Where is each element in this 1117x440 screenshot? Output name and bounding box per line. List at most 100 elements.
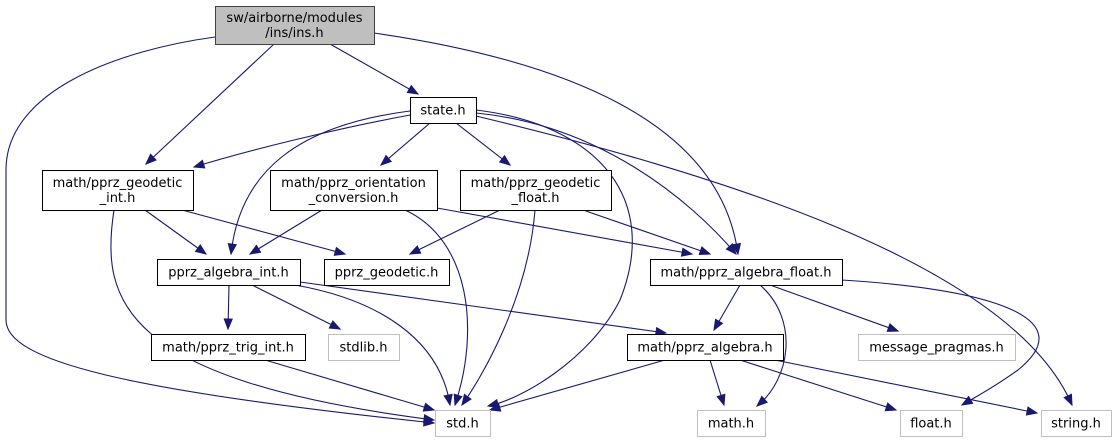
- arrowhead-icon: [680, 247, 694, 257]
- node-label: string.h: [1051, 417, 1101, 432]
- arrowhead-icon: [333, 246, 347, 256]
- edge-algebra_float-to-math_h: [755, 284, 787, 407]
- node-label: math/pprz_trig_int.h: [162, 341, 294, 356]
- edge-geodetic_float-to-algebra_float: [582, 209, 712, 256]
- edge-orientation_conv-to-std_h: [404, 209, 469, 407]
- edge-geodetic_int-to-pprz_geodetic: [181, 209, 347, 256]
- node-label: pprz_geodetic.h: [335, 266, 439, 281]
- node-geodetic_float[interactable]: math/pprz_geodetic_float.h: [460, 170, 612, 211]
- edge-ins_h-to-geodetic_int: [145, 43, 275, 165]
- edge-state_h-to-std_h: [475, 109, 633, 409]
- node-box: [650, 259, 843, 286]
- node-box: [627, 334, 784, 361]
- edge-line: [230, 110, 411, 255]
- edge-line: [144, 209, 207, 255]
- node-label: _float.h: [510, 191, 559, 206]
- arrowhead-icon: [194, 244, 208, 255]
- edge-line: [436, 207, 693, 255]
- node-label: math/pprz_algebra.h: [637, 341, 772, 356]
- node-label: math/pprz_orientation: [281, 176, 426, 191]
- edge-line: [455, 122, 511, 166]
- node-label: /ins/ins.h: [265, 26, 323, 41]
- edge-algebra_h-to-math_h: [709, 359, 726, 407]
- node-label: sw/airborne/modules: [226, 11, 362, 26]
- edge-line: [294, 284, 451, 406]
- edge-state_h-to-orientation_conv: [379, 122, 431, 166]
- edge-line: [739, 359, 897, 411]
- edge-line: [145, 43, 275, 165]
- node-label: _conversion.h: [308, 191, 399, 206]
- node-label: math/pprz_algebra_float.h: [661, 266, 832, 281]
- edge-line: [409, 209, 501, 255]
- edge-state_h-to-geodetic_float: [455, 122, 512, 166]
- node-label: pprz_algebra_int.h: [168, 266, 288, 281]
- edge-line: [264, 359, 435, 411]
- edge-line: [251, 284, 341, 330]
- node-message_pragmas: message_pragmas.h: [858, 334, 1016, 361]
- edge-state_h-to-algebra_int: [227, 110, 411, 256]
- edge-line: [181, 209, 346, 255]
- node-ins_h[interactable]: sw/airborne/modules/ins/ins.h: [215, 6, 375, 45]
- edge-line: [461, 209, 536, 406]
- node-string_h: string.h: [1041, 410, 1112, 437]
- edge-line: [764, 357, 1038, 414]
- node-box: [697, 410, 766, 437]
- node-box: [157, 259, 301, 286]
- node-label: stdlib.h: [340, 341, 388, 356]
- node-label: math/pprz_geodetic: [471, 176, 601, 191]
- arrowhead-icon: [406, 84, 420, 95]
- arrowhead-icon: [422, 413, 436, 424]
- arrowhead-icon: [422, 402, 436, 412]
- node-box: [900, 410, 963, 437]
- node-box: [215, 6, 375, 45]
- arrowhead-icon: [1063, 393, 1073, 407]
- edge-algebra_float-to-message_pragmas: [769, 284, 900, 332]
- edge-orientation_conv-to-algebra_int: [248, 209, 323, 255]
- arrowhead-icon: [488, 402, 502, 412]
- node-box: [460, 170, 612, 211]
- edge-state_h-to-geodetic_int: [192, 114, 411, 169]
- edge-geodetic_int-to-std_h: [110, 209, 436, 424]
- node-box: [270, 170, 438, 211]
- node-label: message_pragmas.h: [869, 341, 1004, 356]
- arrowhead-icon: [713, 318, 724, 332]
- node-orientation_conv[interactable]: math/pprz_orientation_conversion.h: [270, 170, 438, 211]
- edge-algebra_int-to-std_h: [294, 284, 453, 407]
- node-pprz_geodetic[interactable]: pprz_geodetic.h: [324, 259, 450, 286]
- node-math_h: math.h: [697, 410, 766, 437]
- node-trig_int[interactable]: math/pprz_trig_int.h: [151, 334, 306, 361]
- arrowhead-icon: [886, 322, 900, 332]
- edge-line: [5, 36, 435, 424]
- edge-algebra_float-to-algebra_h: [713, 284, 741, 332]
- node-state_h[interactable]: state.h: [410, 97, 477, 124]
- node-algebra_float[interactable]: math/pprz_algebra_float.h: [650, 259, 843, 286]
- node-label: float.h: [910, 417, 952, 432]
- edge-line: [841, 279, 1040, 406]
- edge-line: [489, 359, 666, 411]
- node-algebra_int[interactable]: pprz_algebra_int.h: [157, 259, 301, 286]
- node-geodetic_int[interactable]: math/pprz_geodetic_int.h: [42, 170, 194, 211]
- edge-algebra_h-to-string_h: [764, 357, 1039, 416]
- edge-line: [249, 209, 323, 255]
- arrowhead-icon: [461, 393, 472, 407]
- edge-line: [582, 209, 711, 255]
- edge-algebra_int-to-stdlib_h: [251, 284, 342, 330]
- arrowhead-icon: [328, 320, 342, 330]
- node-label: math/pprz_geodetic: [53, 176, 183, 191]
- arrowhead-icon: [884, 402, 898, 412]
- edge-orientation_conv-to-algebra_float: [436, 207, 694, 257]
- edge-algebra_int-to-trig_int: [223, 284, 233, 331]
- node-algebra_h[interactable]: math/pprz_algebra.h: [627, 334, 784, 361]
- node-box: [42, 170, 194, 211]
- arrowhead-icon: [716, 393, 726, 407]
- node-box: [435, 410, 491, 437]
- edge-geodetic_float-to-pprz_geodetic: [408, 209, 501, 255]
- node-label: state.h: [420, 104, 465, 119]
- edge-line: [475, 115, 1073, 406]
- node-float_h: float.h: [900, 410, 963, 437]
- arrowhead-icon: [408, 245, 422, 255]
- edge-line: [329, 43, 419, 95]
- edge-line: [756, 284, 787, 407]
- node-box: [328, 334, 400, 361]
